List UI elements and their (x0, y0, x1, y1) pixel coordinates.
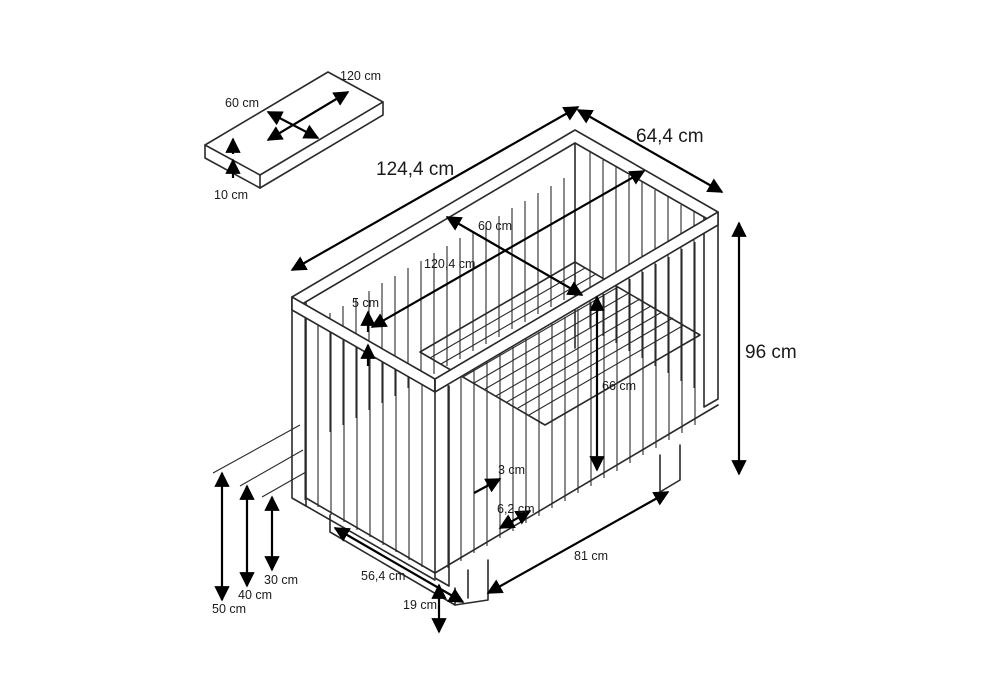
outer-length-label: 124,4 cm (376, 159, 454, 180)
right-short-side (291, 296, 436, 567)
rail-thickness-label: 5 cm (352, 296, 379, 310)
outer-width-label: 64,4 cm (636, 126, 704, 147)
outer-width-arrow (576, 109, 724, 193)
bar-width-arrow (473, 478, 502, 494)
mattress-thickness-label: 10 cm (214, 188, 248, 202)
crib-dimensions (212, 106, 747, 634)
bed-height-high-label: 50 cm (212, 602, 246, 616)
inner-length-arrow (370, 170, 646, 328)
bar-gap-label: 6,2 cm (497, 502, 535, 516)
base-length-label: 81 cm (574, 549, 608, 563)
base-width-label: 56,4 cm (361, 569, 405, 583)
mattress (204, 71, 384, 189)
bed-height-mid-label: 40 cm (238, 588, 272, 602)
mattress-width-label: 60 cm (225, 96, 259, 110)
total-height-label: 96 cm (745, 342, 797, 363)
base-width-arrow (333, 527, 465, 603)
bed-height-low-label: 30 cm (264, 573, 298, 587)
base-height-label: 19 cm (403, 598, 437, 612)
mattress-length-label: 120 cm (340, 69, 381, 83)
bed-base-slats (419, 261, 701, 426)
crib (291, 129, 719, 606)
dimension-labels: 120 cm 60 cm 10 cm 124,4 cm 64,4 cm 96 c… (212, 69, 797, 616)
inner-width-label: 60 cm (478, 219, 512, 233)
base-length-arrow (486, 491, 670, 594)
bar-width-label: 3 cm (498, 463, 525, 477)
inner-length-label: 120,4 cm (424, 257, 475, 271)
inner-width-arrow (445, 216, 584, 296)
side-height-label: 66 cm (602, 379, 636, 393)
front-side-slats (447, 242, 696, 568)
